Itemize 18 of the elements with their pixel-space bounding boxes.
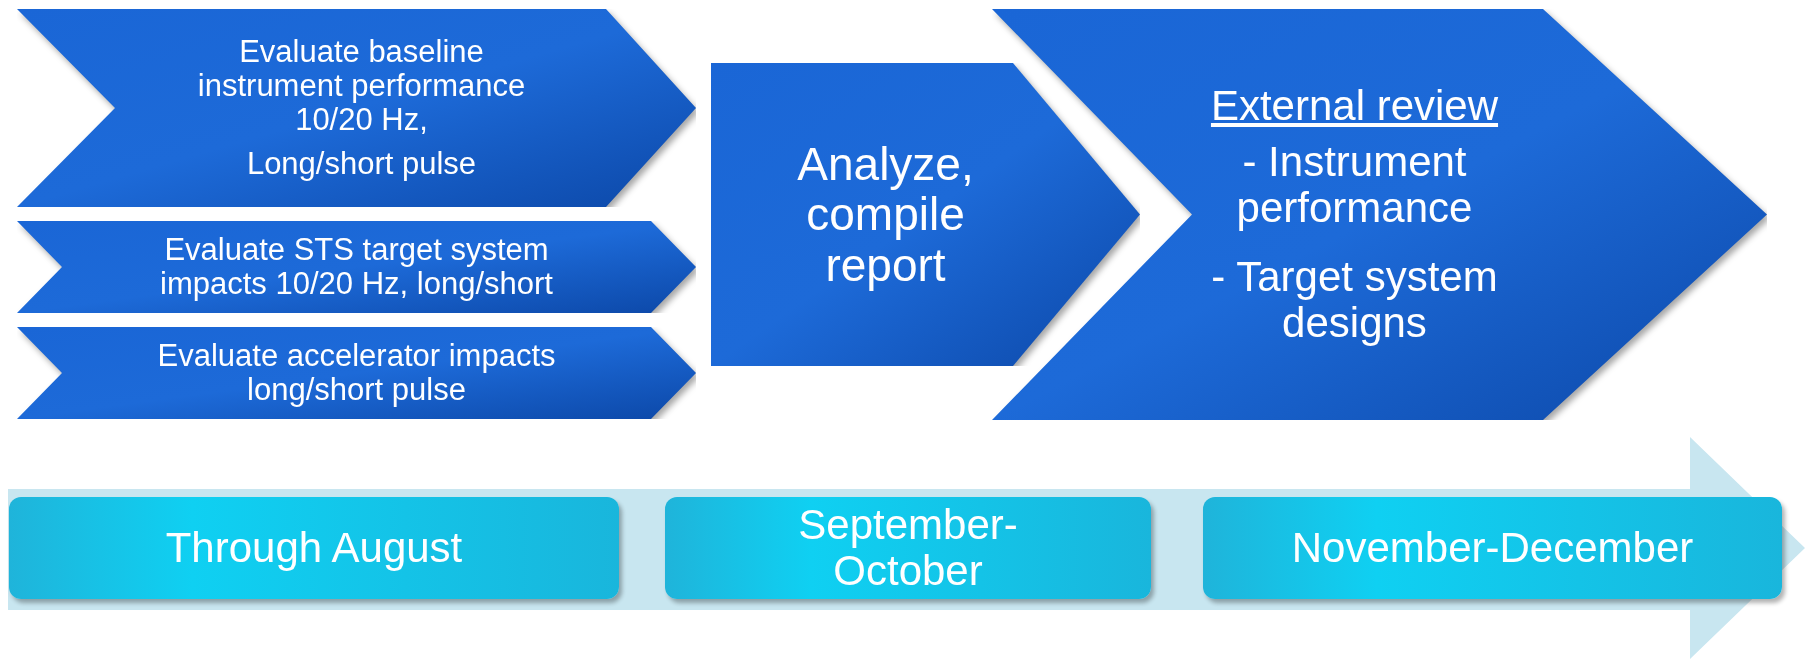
chevron-step — [17, 327, 696, 419]
period-box — [9, 497, 619, 599]
step-label: Evaluate STS target system impacts 10/20 Hz, long/short — [159, 232, 554, 302]
step-label: - Target system designs — [1210, 253, 1499, 346]
period-box — [1203, 497, 1782, 599]
step-heading: External review — [1210, 83, 1499, 130]
step-label: Evaluate accelerator impacts long/short pulse — [156, 338, 557, 408]
chevron-step — [17, 221, 696, 313]
period-label: November-December — [1291, 524, 1694, 572]
step-label: - Instrument performance — [1235, 139, 1474, 232]
step-label: Long/short pulse — [246, 147, 477, 182]
step-label: Evaluate baseline instrument performance 10/20 Hz, — [196, 34, 527, 138]
period-label: September-October — [797, 501, 1019, 595]
step-label: Analyze, compile report — [796, 138, 975, 291]
period-box — [665, 497, 1151, 599]
period-label: Through August — [165, 524, 463, 572]
chevron-step — [17, 9, 696, 207]
pentagon-arrow-step — [711, 63, 1140, 366]
